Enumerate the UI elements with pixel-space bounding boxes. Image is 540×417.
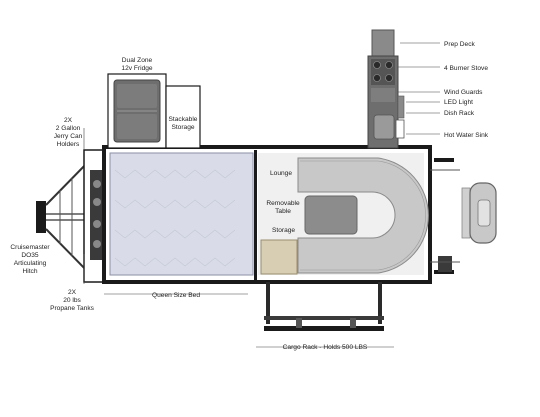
divider-wall	[254, 150, 257, 280]
label-propane-line2: 20 lbs	[63, 297, 81, 304]
label-hitch-line2: DO35	[21, 252, 39, 259]
burner-stove	[371, 59, 395, 85]
label-propane-line3: Propane Tanks	[50, 305, 95, 312]
labels: Prep Deck 4 Burner Stove Wind Guards LED…	[10, 41, 488, 351]
label-propane-line1: 2X	[68, 289, 77, 296]
queen-bed	[109, 152, 254, 276]
sink	[373, 114, 395, 140]
storage-box	[260, 239, 298, 275]
label-table-line2: Table	[275, 208, 291, 215]
label-hitch-line1: Cruisemaster	[10, 244, 50, 251]
label-stackable-line1: Stackable	[169, 116, 198, 123]
spare-tire	[461, 182, 497, 244]
label-jerry-line4: Holders	[57, 141, 80, 148]
label-storage: Storage	[272, 227, 295, 234]
label-fridge-line2: 12v Fridge	[121, 65, 152, 72]
prep-deck	[371, 29, 395, 57]
label-jerry-line1: 2X	[64, 117, 73, 124]
u-shaped-lounge-seat	[297, 157, 429, 274]
removable-table	[304, 195, 358, 235]
label-stackable-line2: Storage	[171, 124, 194, 131]
label-jerry-line3: Jerry Can	[54, 133, 83, 140]
label-cargo-rack: Cargo Rack - Holds 500 LBS	[283, 344, 368, 351]
label-table-line1: Removable	[266, 200, 300, 207]
label-hitch-line3: Articulating	[14, 260, 47, 267]
label-hitch-line4: Hitch	[22, 268, 37, 275]
label-queen-bed: Queen Size Bed	[152, 292, 200, 299]
label-hot-water-sink: Hot Water Sink	[444, 132, 489, 139]
label-fridge-line1: Dual Zone	[122, 57, 153, 64]
label-dish-rack: Dish Rack	[444, 110, 475, 117]
cargo-rack	[264, 282, 384, 331]
label-prep-deck: Prep Deck	[444, 41, 475, 48]
label-jerry-line2: 2 Gallon	[56, 125, 81, 132]
label-burner-stove: 4 Burner Stove	[444, 65, 488, 72]
label-led-light: LED Light	[444, 99, 473, 106]
label-wind-guards: Wind Guards	[444, 89, 483, 96]
stackable-storage-outline	[165, 85, 201, 149]
label-lounge: Lounge	[270, 170, 292, 177]
